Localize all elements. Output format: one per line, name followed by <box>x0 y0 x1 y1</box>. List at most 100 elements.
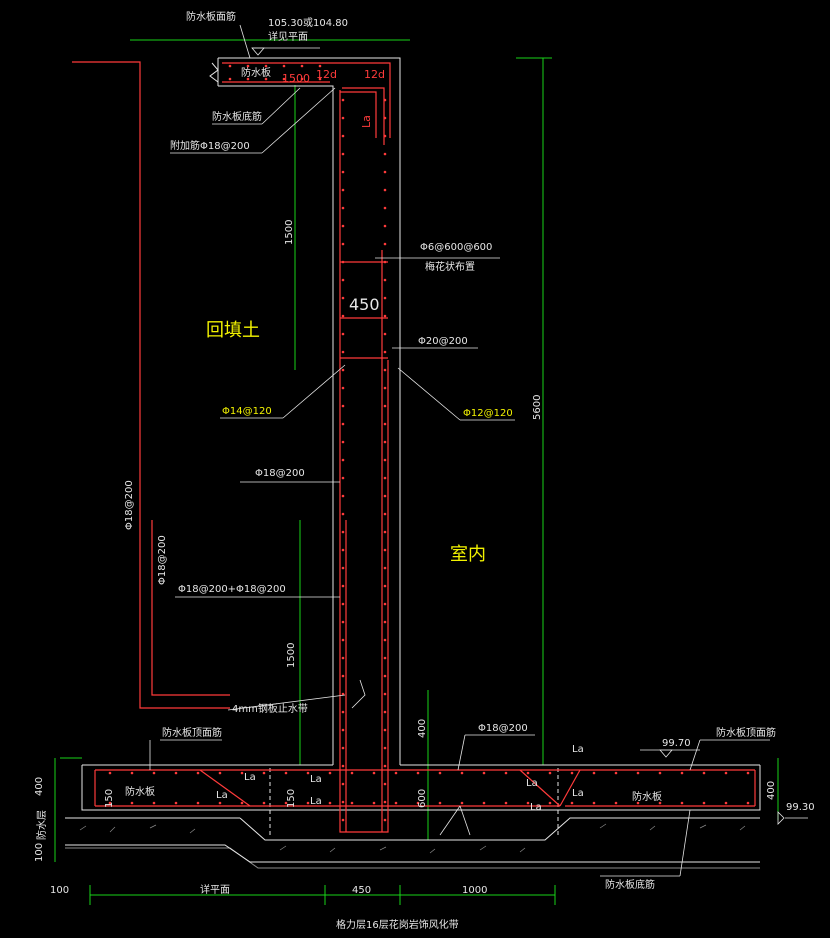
rebar-dot <box>746 801 750 805</box>
rebar-dot <box>680 801 684 805</box>
label-wall-thickness: 450 <box>349 295 380 314</box>
label-caption: 格力层16层花岗岩饰风化带 <box>336 918 459 931</box>
rebar-dot <box>341 530 345 534</box>
rebar-dot <box>341 620 345 624</box>
rebar-dot <box>383 242 387 246</box>
rebar-dot <box>438 771 442 775</box>
rebar-dot <box>262 801 266 805</box>
rebar-dot <box>341 224 345 228</box>
label-dim-1500-upper: 1500 <box>284 220 295 245</box>
rebar-dot <box>341 260 345 264</box>
rebar-dot <box>228 64 232 68</box>
label-elevation-top: 105.30或104.80 <box>268 17 348 29</box>
rebar-dot <box>341 692 345 696</box>
rebar-dot <box>341 242 345 246</box>
rebar-dot <box>341 386 345 390</box>
label-la-8: La <box>530 802 542 813</box>
rebar-dot <box>383 584 387 588</box>
label-slab-right: 防水板 <box>632 790 662 803</box>
rebar-dot <box>174 771 178 775</box>
label-la-3: La <box>216 790 228 801</box>
rebar-dot <box>394 801 398 805</box>
rebar-dot <box>482 801 486 805</box>
label-waterstop: 4mm钢板止水带 <box>232 702 308 715</box>
rebar-dot <box>341 584 345 588</box>
label-dim-100-left: 100 <box>34 843 45 862</box>
label-slab-top-face-right: 防水板顶面筋 <box>716 726 776 739</box>
rebar-dot <box>306 801 310 805</box>
label-tie-bar: Φ6@600@600 <box>420 242 492 253</box>
rebar-dot <box>383 728 387 732</box>
rebar-dot <box>383 440 387 444</box>
rebar-dot <box>282 64 286 68</box>
annotation-texts: 防水板面筋 105.30或104.80 详见平面 防水板 1500 12d 12… <box>34 10 815 931</box>
rebar-dot <box>383 512 387 516</box>
soil-hatching <box>79 823 746 854</box>
rebar-dot <box>383 476 387 480</box>
label-dim-600: 600 <box>417 789 428 808</box>
rebar-dot <box>416 771 420 775</box>
rebar-dot <box>341 404 345 408</box>
rebar-dot <box>228 77 232 81</box>
rebar-dot <box>341 566 345 570</box>
rebar-dot <box>383 656 387 660</box>
rebar-dot <box>152 801 156 805</box>
rebar-dot <box>383 620 387 624</box>
rebar-dot <box>394 771 398 775</box>
rebar-lines <box>72 61 756 833</box>
rebar-dot <box>383 152 387 156</box>
rebar-dot <box>341 458 345 462</box>
rebar-dot <box>383 332 387 336</box>
label-bottom-rebar-top: 防水板底筋 <box>212 110 262 123</box>
rebar-dot <box>383 422 387 426</box>
rebar-dot <box>614 801 618 805</box>
rebar-dot <box>196 801 200 805</box>
rebar-dot <box>383 458 387 462</box>
label-dim-150-a: 150 <box>104 789 115 808</box>
label-bar-14: Φ14@120 <box>222 406 272 417</box>
rebar-dot <box>341 422 345 426</box>
label-dim-400-wall: 400 <box>417 719 428 738</box>
rebar-dot <box>383 116 387 120</box>
rebar-dot <box>548 801 552 805</box>
rebar-dot <box>548 771 552 775</box>
rebar-dot <box>592 801 596 805</box>
rebar-dot <box>383 782 387 786</box>
label-la-6: La <box>526 778 538 789</box>
label-la-4: La <box>310 796 322 807</box>
rebar-dot <box>246 64 250 68</box>
rebar-dot <box>416 801 420 805</box>
label-bar-combo: Φ18@200+Φ18@200 <box>178 584 286 595</box>
rebar-dot <box>570 801 574 805</box>
rebar-dot <box>383 386 387 390</box>
rebar-dot <box>341 332 345 336</box>
rebar-dot <box>383 224 387 228</box>
rebar-dot <box>383 674 387 678</box>
rebar-dot <box>240 801 244 805</box>
rebar-dot <box>460 771 464 775</box>
label-bar-18: Φ18@200 <box>255 468 305 479</box>
rebar-dot <box>174 801 178 805</box>
label-la-5: La <box>572 744 584 755</box>
label-anchor-12d-b: 12d <box>364 68 385 81</box>
rebar-dot <box>240 771 244 775</box>
rebar-dot <box>341 368 345 372</box>
label-see-plan: 详见平面 <box>268 30 308 43</box>
label-see-plan-bottom: 详平面 <box>200 883 230 896</box>
rebar-dot <box>636 771 640 775</box>
rebar-dot <box>636 801 640 805</box>
rebar-dot <box>350 801 354 805</box>
rebar-dot <box>383 314 387 318</box>
label-dim-1000-bottom: 1000 <box>462 885 487 896</box>
rebar-dot <box>130 771 134 775</box>
label-add-bar: 附加筋Φ18@200 <box>170 139 250 152</box>
rebar-dot <box>328 771 332 775</box>
label-dim-400-right: 400 <box>766 781 777 800</box>
rebar-dot <box>383 530 387 534</box>
rebar-dot <box>341 818 345 822</box>
rebar-dot <box>306 771 310 775</box>
rebar-dot <box>196 771 200 775</box>
label-dim-450-bottom: 450 <box>352 885 371 896</box>
rebar-dot <box>438 801 442 805</box>
